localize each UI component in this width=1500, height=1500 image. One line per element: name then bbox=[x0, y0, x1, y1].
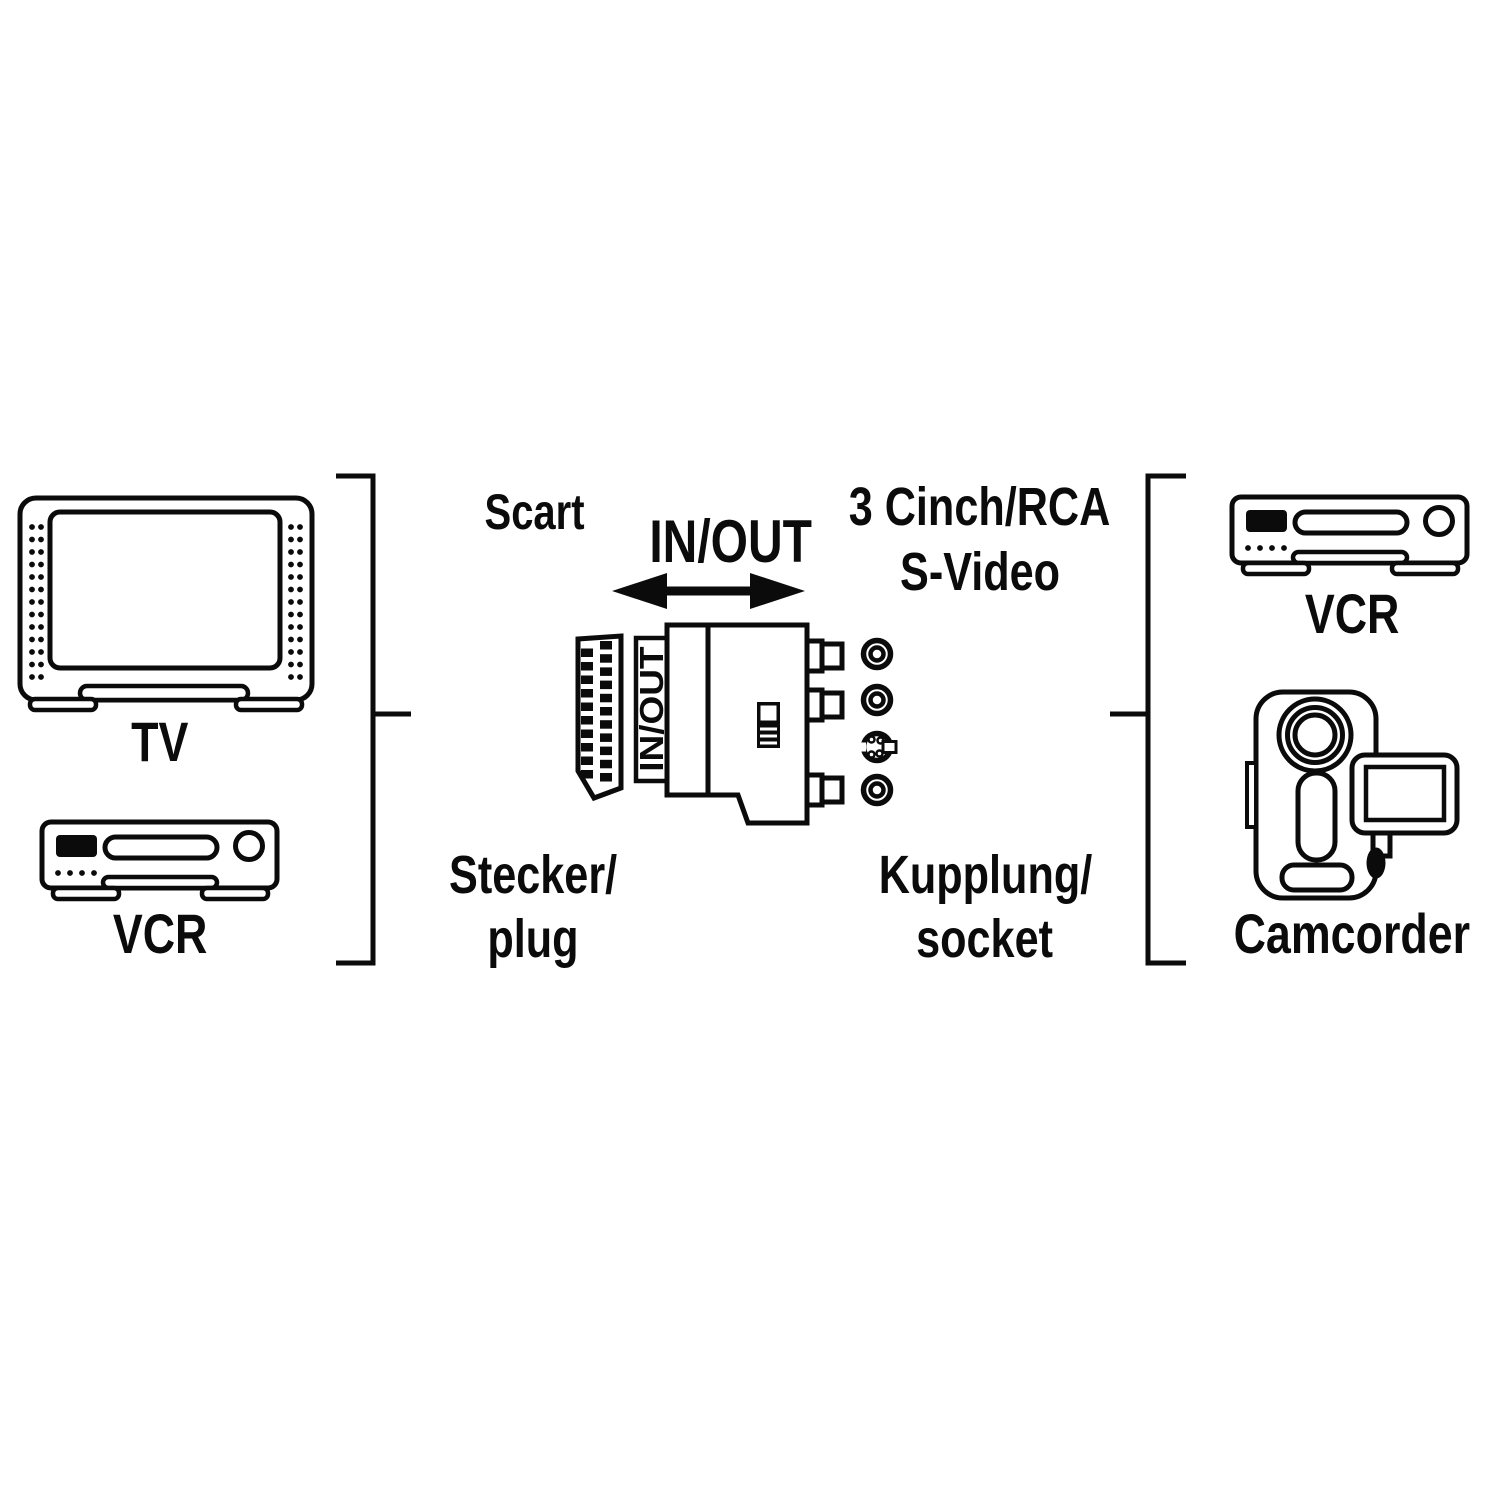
adapter-plug-stubs bbox=[804, 638, 845, 808]
camcorder-mic bbox=[1366, 847, 1386, 879]
inout-switch-icon bbox=[757, 702, 780, 748]
tv-speaker-dots bbox=[29, 524, 303, 680]
vcr-icon bbox=[42, 822, 277, 899]
cinch-rca-label-line2: S-Video bbox=[899, 542, 1061, 602]
adapter-body-icon bbox=[664, 622, 845, 826]
bracket-right bbox=[1110, 473, 1186, 966]
inout-arrow-icon bbox=[612, 573, 805, 609]
rca-socket-icon bbox=[864, 687, 891, 714]
rca-socket-icon bbox=[864, 777, 891, 804]
tv-icon bbox=[17, 495, 315, 713]
scart-plug-icon bbox=[575, 633, 624, 802]
camcorder-icon bbox=[1245, 689, 1460, 901]
socket-label-line1: Kupplung/ bbox=[878, 845, 1092, 905]
inout-label: IN/OUT bbox=[649, 508, 813, 575]
camcorder-label: Camcorder bbox=[1233, 902, 1471, 965]
plug-label-line2: plug bbox=[487, 909, 579, 969]
adapter-inout-label: IN/OUT bbox=[633, 646, 670, 772]
scart-pins bbox=[581, 641, 612, 782]
tv-label: TV bbox=[131, 710, 189, 773]
cinch-rca-label-line1: 3 Cinch/RCA bbox=[849, 477, 1111, 537]
svideo-socket-icon bbox=[858, 730, 898, 764]
rca-socket-icon bbox=[864, 641, 891, 668]
socket-label-line2: socket bbox=[916, 909, 1054, 969]
vcr-left-label: VCR bbox=[112, 902, 208, 965]
plug-label-line1: Stecker/ bbox=[448, 845, 618, 905]
scart-label: Scart bbox=[484, 484, 586, 540]
vcr-right-label: VCR bbox=[1304, 582, 1400, 645]
bracket-left bbox=[336, 473, 411, 966]
vcr-icon bbox=[1232, 497, 1467, 574]
